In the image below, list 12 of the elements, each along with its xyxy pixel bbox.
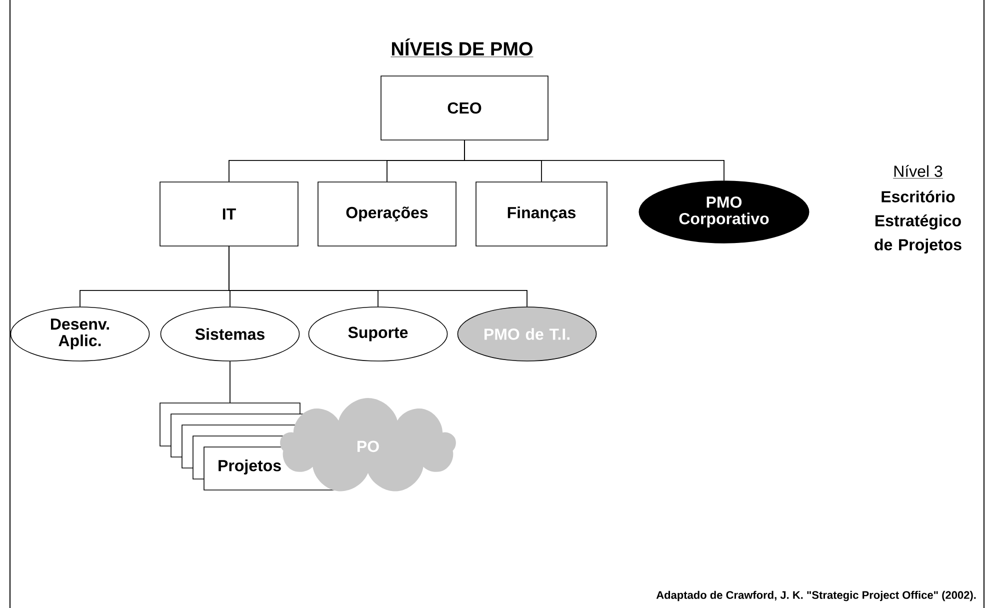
title: NÍVEIS DE PMO xyxy=(390,38,534,58)
caption: Adaptado de Crawford, J. K. "Strategic Project Office" (2002). xyxy=(656,590,976,602)
box: Operações xyxy=(318,182,456,246)
level-label: Nível 3 xyxy=(892,165,944,179)
description-text: Escritório Estratégico de Projetos xyxy=(874,190,962,254)
cloud: PO xyxy=(280,398,456,492)
box: IT xyxy=(160,182,298,246)
node-label: Projetos xyxy=(218,460,281,474)
connector-line xyxy=(464,140,724,182)
connector-line xyxy=(228,246,528,308)
box: Finanças xyxy=(476,182,608,246)
box: CEO xyxy=(380,76,548,140)
